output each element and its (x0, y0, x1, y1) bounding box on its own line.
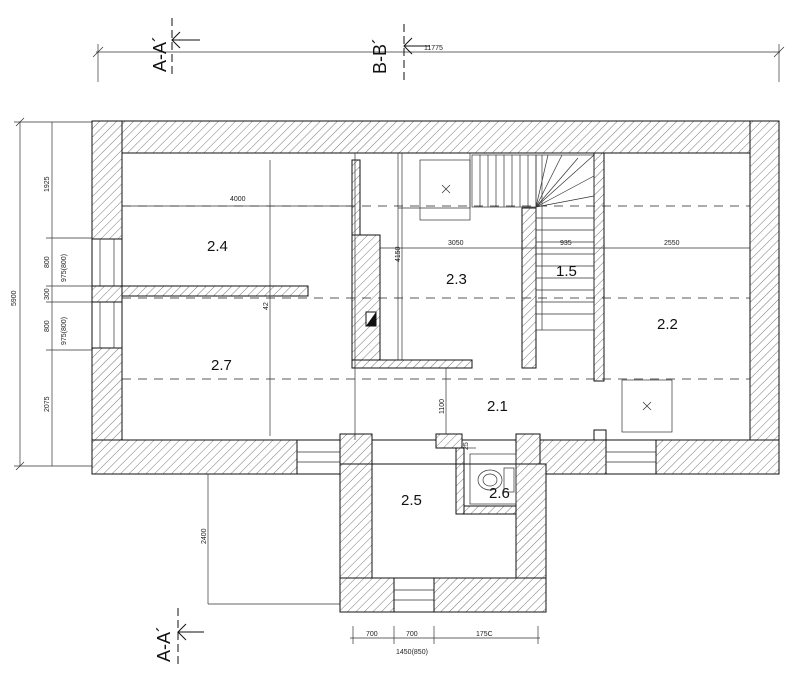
room-label-2-2: 2.2 (657, 316, 678, 333)
room-label-2-3: 2.3 (446, 271, 467, 288)
room-label-2-6: 2.6 (489, 485, 510, 502)
section-aa-bottom-marker: A-A´ (154, 608, 204, 668)
bottom-dimension-line (350, 626, 540, 644)
total-depth-dimension: 5900 (11, 290, 18, 306)
dim-4150: 4150 (395, 246, 402, 262)
section-bb-top-marker: B-B´ (370, 24, 430, 80)
bottom-bay-walls (339, 463, 547, 613)
dim-42: 42 (263, 302, 270, 310)
outer-walls (91, 120, 780, 475)
bottom-dim-1450: 1450(850) (396, 649, 428, 656)
left-dimension-lines (14, 117, 100, 471)
window-dim-975a: 975(800) (61, 254, 68, 282)
bottom-dim-700a: 700 (366, 631, 378, 638)
room-label-2-4: 2.4 (207, 238, 228, 255)
left-dim-2075: 2075 (44, 396, 51, 412)
room-label-2-5: 2.5 (401, 492, 422, 509)
dim-4000: 4000 (230, 196, 246, 203)
shaft-box-right (621, 379, 673, 433)
shaft-box-left (419, 159, 471, 221)
room-label-2-7: 2.7 (211, 357, 232, 374)
left-window-openings (91, 238, 123, 349)
bottom-dim-1750: 175C (476, 631, 493, 638)
dim-2550-right: 2550 (664, 240, 680, 247)
left-dim-300: 300 (44, 288, 51, 300)
left-dim-800b: 800 (44, 320, 51, 332)
dim-2400: 2400 (201, 528, 208, 544)
window-dim-975b: 975(800) (61, 317, 68, 345)
dim-25: 25 (463, 442, 470, 450)
section-aa-top-marker: A-A´ (150, 18, 200, 74)
dim-1100: 1100 (439, 399, 446, 414)
overall-width-dimension: 11775 (424, 45, 443, 52)
room-label-1-5: 1.5 (556, 263, 577, 280)
room-label-2-1: 2.1 (487, 398, 508, 415)
section-aa-top-label: A-A´ (150, 36, 170, 72)
top-dimension-line (92, 44, 785, 82)
bottom-dim-700b: 700 (406, 631, 418, 638)
left-dim-1925: 1925 (44, 176, 51, 192)
dim-3050: 3050 (448, 240, 464, 247)
dim-935: 935 (560, 240, 572, 247)
section-aa-bottom-label: A-A´ (154, 626, 174, 662)
left-dim-800a: 800 (44, 256, 51, 268)
bottom-window-openings (296, 439, 657, 475)
staircase (471, 154, 595, 331)
toilet-fixture (462, 447, 517, 505)
section-bb-top-label: B-B´ (370, 38, 390, 74)
